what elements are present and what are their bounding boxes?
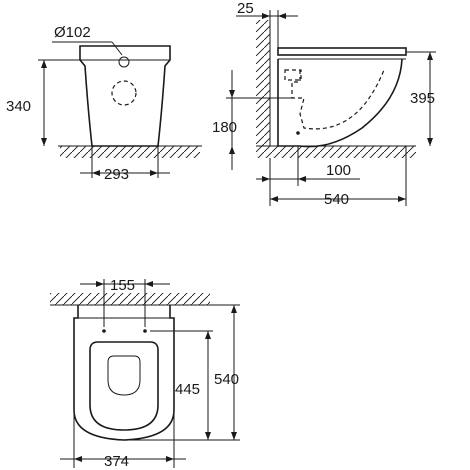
diameter-leader-tick — [111, 41, 123, 56]
bolt-spacing-label: 155 — [110, 277, 135, 294]
bolt-spacing-arrow-left — [96, 281, 104, 287]
diameter-label: Ø102 — [54, 24, 91, 41]
front-body-outline — [79, 45, 171, 147]
front-view: Ø102 340 293 — [6, 24, 202, 183]
top-depth-arrow-top — [231, 305, 237, 313]
top-fixing-left — [102, 329, 106, 333]
bowl-length-arrow-bottom — [205, 432, 211, 440]
side-bowl-outline — [277, 58, 403, 148]
side-floor-hatch — [256, 146, 416, 158]
bowl-length-label: 445 — [175, 381, 200, 398]
front-height-arrow-top — [41, 60, 47, 68]
side-outlet-dashed — [284, 69, 302, 81]
top-depth-label: 540 — [214, 371, 239, 388]
depth-arrow-left — [270, 196, 278, 202]
depth-label: 540 — [324, 191, 349, 208]
front-width-arrow-right — [150, 170, 158, 176]
side-wall-hatch — [256, 20, 270, 146]
seat-height-arrow-bottom — [427, 138, 433, 146]
front-width-label: 293 — [104, 166, 129, 183]
seat-height-arrow-top — [427, 52, 433, 60]
top-width-arrow-right — [166, 456, 174, 462]
front-height-arrow-bottom — [41, 138, 47, 146]
top-view: 155 374 445 540 — [50, 277, 240, 470]
bowl-length-arrow-top — [205, 331, 211, 339]
front-small-hole — [118, 56, 130, 68]
depth-arrow-right — [398, 196, 406, 202]
top-bowl-opening — [107, 355, 141, 396]
outlet-offset-arrow-right — [298, 176, 306, 182]
outlet-offset-label: 100 — [326, 162, 351, 179]
top-width-label: 374 — [104, 453, 129, 470]
side-seat — [277, 47, 407, 56]
top-body-outline — [73, 305, 175, 441]
outlet-height-label: 180 — [212, 119, 237, 136]
wall-gap-arrow-right — [278, 13, 286, 19]
front-width-arrow-left — [92, 170, 100, 176]
front-floor-hatch — [60, 146, 200, 158]
top-width-arrow-left — [74, 456, 82, 462]
side-view: 25 395 180 100 540 — [212, 0, 436, 208]
wall-gap-label: 25 — [237, 0, 254, 17]
top-seat-outline — [89, 341, 159, 431]
front-height-label: 340 — [6, 98, 31, 115]
outlet-offset-arrow-left — [262, 176, 270, 182]
wall-gap-arrow-left — [262, 13, 270, 19]
side-trap-dashed — [291, 69, 385, 130]
outlet-height-arrow-top — [229, 90, 235, 98]
bolt-spacing-arrow-right — [145, 281, 153, 287]
outlet-height-arrow-bottom — [229, 146, 235, 154]
top-fixing-right — [143, 329, 147, 333]
side-fixing-point — [296, 131, 300, 135]
front-connection-circle — [111, 80, 137, 106]
top-wall-hatch — [50, 293, 210, 305]
seat-height-label: 395 — [410, 90, 435, 107]
top-depth-arrow-bottom — [231, 432, 237, 440]
